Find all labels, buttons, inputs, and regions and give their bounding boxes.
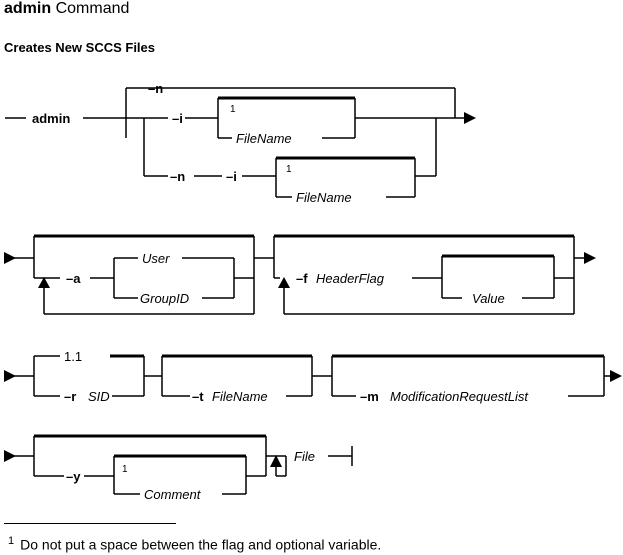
opt-a-label: –a: [66, 271, 81, 286]
continue-arrow-row3: [610, 370, 622, 382]
opt-i-label: –i: [172, 111, 183, 126]
repeat-arrow-f: [278, 277, 290, 288]
file-label: File: [294, 449, 315, 464]
footnote-ref-2: 1: [286, 164, 292, 175]
diagram-labels: admin –n –i 1 FileName –n –i 1 FileName …: [32, 81, 529, 502]
groupid-label: GroupID: [140, 291, 189, 306]
opt-r-label: –r: [64, 389, 76, 404]
opt-y-label: –y: [66, 469, 81, 484]
footnote-marker: 1: [8, 535, 15, 547]
footnote-ref-1: 1: [230, 104, 236, 115]
page-subtitle: Creates New SCCS Files: [4, 40, 156, 55]
opt-n2-label: –n: [170, 169, 185, 184]
footnote-text: Do not put a space between the flag and …: [20, 536, 382, 553]
start-arrow-row4: [4, 450, 16, 462]
repeat-arrow-a: [38, 277, 50, 288]
opt-f-label: –f: [296, 271, 308, 286]
opt-t-label: –t: [192, 389, 204, 404]
footnote: 1 Do not put a space between the flag and…: [8, 535, 381, 553]
continue-arrow-row1: [464, 112, 476, 124]
value-label: Value: [472, 291, 505, 306]
sid-label: SID: [88, 389, 110, 404]
continue-arrow-row2: [584, 252, 596, 264]
user-label: User: [142, 251, 170, 266]
diagram-lines: [5, 87, 610, 495]
t-filename-label: FileName: [212, 389, 268, 404]
opt-m-label: –m: [360, 389, 379, 404]
repeat-arrow-file: [270, 455, 282, 467]
start-arrow-row3: [4, 370, 16, 382]
diagram-arrows: [4, 112, 622, 467]
filename-label-1: FileName: [236, 131, 292, 146]
headerflag-label: HeaderFlag: [316, 271, 385, 286]
comment-label: Comment: [144, 487, 202, 502]
opt-i2-label: –i: [226, 169, 237, 184]
command-word: Command: [55, 0, 130, 17]
opt-n-label: –n: [148, 81, 163, 96]
mrlist-label: ModificationRequestList: [390, 389, 529, 404]
syntax-diagram: admin –n –i 1 FileName –n –i 1 FileName …: [4, 81, 622, 502]
filename-label-2: FileName: [296, 190, 352, 205]
admin-label: admin: [32, 111, 70, 126]
footnote-divider: [4, 523, 176, 524]
command-name: admin: [4, 0, 52, 17]
start-arrow-row2: [4, 252, 16, 264]
footnote-ref-3: 1: [122, 464, 128, 475]
default-sid-label: 1.1: [64, 349, 82, 364]
page-title: admin Command: [4, 0, 129, 18]
